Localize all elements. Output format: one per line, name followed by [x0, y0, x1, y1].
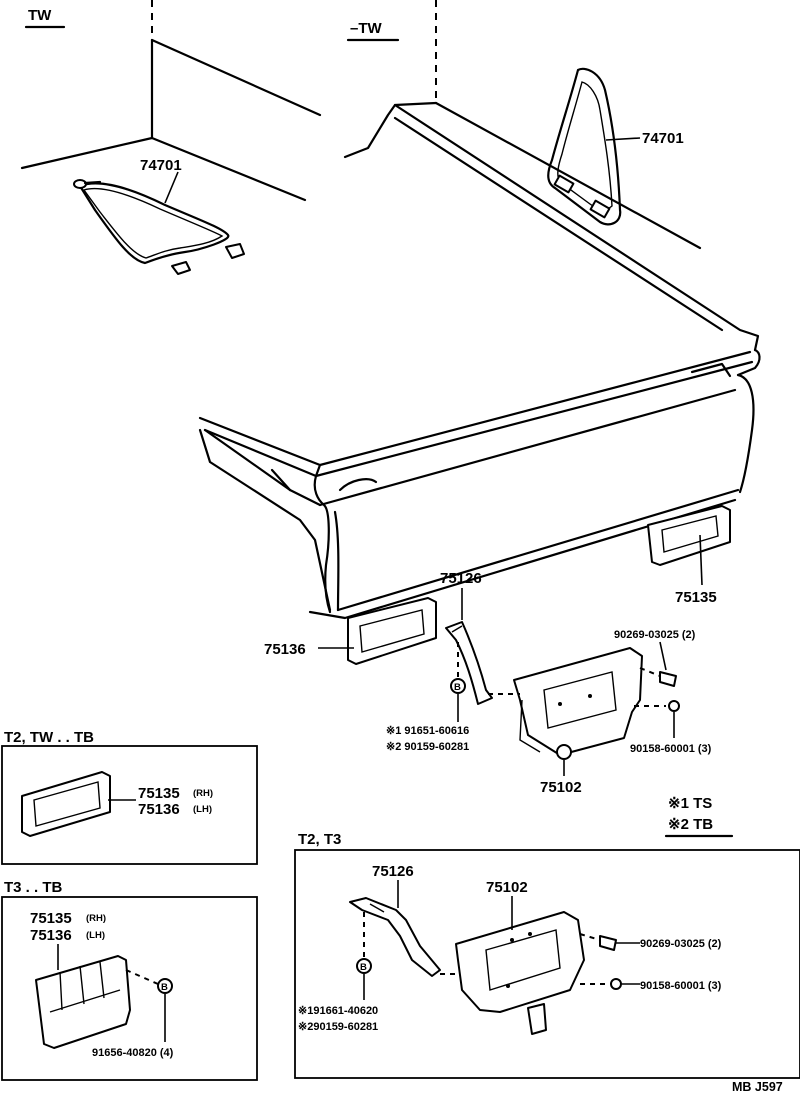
- reflector-75135: [647, 505, 731, 566]
- license-plate-bracket-75102-box: [455, 911, 585, 1035]
- part-74701-label-b: 74701: [642, 130, 684, 147]
- part-75102-label: 75102: [540, 779, 582, 796]
- bolt-90269-main: [639, 667, 677, 687]
- box-t2t3-75102-label: 75102: [486, 879, 528, 896]
- hook-74701-tw: [73, 179, 245, 275]
- box-t2t3-nut-label: 90158-60001 (3): [640, 980, 722, 992]
- box-t3-rh-part: 75135: [30, 910, 72, 927]
- truck-bed-view: –TW: [198, 0, 761, 620]
- circle-mark-b: [450, 678, 466, 694]
- circle-mark-b-text: B: [454, 682, 461, 693]
- box-t2tw-rh-suffix: (RH): [193, 788, 213, 799]
- box-t2t3-note1: ※191661-40620: [298, 1005, 378, 1017]
- part-75126-label: 75126: [440, 570, 482, 587]
- part-74701-label-a: 74701: [140, 157, 182, 174]
- box-t3-circle-mark-text: B: [161, 982, 168, 993]
- box-t3-lh-part: 75136: [30, 927, 72, 944]
- box-t2tw-lh-part: 75136: [138, 801, 180, 818]
- box-t3-lh-suffix: (LH): [86, 930, 105, 941]
- box-t3-bolt-label: 91656-40820 (4): [92, 1047, 174, 1059]
- nut-90158-main-label: 90158-60001 (3): [630, 743, 712, 755]
- bracket-75126-box: [349, 897, 441, 977]
- part-75136-label: 75136: [264, 641, 306, 658]
- bracket-box-t3: [35, 955, 131, 1049]
- nut-90158-main: [634, 700, 680, 712]
- note1-part-main: ※1 91651-60616: [386, 725, 469, 737]
- bolt-90269-main-label: 90269-03025 (2): [614, 629, 696, 641]
- box-t3-header: T3 . . TB: [4, 879, 63, 896]
- box-t2t3-bolt-label: 90269-03025 (2): [640, 938, 722, 950]
- legend: ※1 TS ※2 TB: [664, 795, 734, 838]
- box-t2tw-lh-suffix: (LH): [193, 804, 212, 815]
- reflector-75136: [347, 597, 437, 665]
- box-t2tw-header: T2, TW . . TB: [4, 729, 94, 746]
- legend-note2: ※2 TB: [668, 816, 713, 833]
- box-t2-t3: T2, T3 75126 B ※191661-40620 ※290159-602…: [294, 831, 800, 1079]
- tw-variant-view: TW 74701: [20, 0, 322, 275]
- box-t2t3-75126-label: 75126: [372, 863, 414, 880]
- reflector-box-t2tw: [21, 771, 111, 837]
- footer-code: MB J597: [732, 1080, 783, 1094]
- hook-74701-bed: [547, 67, 622, 226]
- bolt-90269-box: [579, 933, 617, 951]
- legend-note1: ※1 TS: [668, 795, 712, 812]
- tw-variant-label: TW: [28, 7, 52, 24]
- not-tw-variant-label: –TW: [350, 20, 383, 37]
- box-t2t3-note2: ※290159-60281: [298, 1021, 378, 1033]
- box-t3-rh-suffix: (RH): [86, 913, 106, 924]
- nut-90158-box: [580, 978, 622, 990]
- part-75135-label: 75135: [675, 589, 717, 606]
- license-plate-bracket-75102: [513, 647, 643, 760]
- box-t3-circle-mark: [157, 978, 173, 994]
- box-t2t3-circle-mark: [356, 958, 372, 974]
- box-t2t3-circle-mark-text: B: [360, 962, 367, 973]
- box-t2-tw-tb: T2, TW . . TB 75135 (RH) 75136 (LH): [1, 729, 258, 865]
- box-t3-tb: T3 . . TB 75135 (RH) 75136 (LH) B 91656-…: [1, 879, 258, 1081]
- note2-part-main: ※2 90159-60281: [386, 741, 469, 753]
- main-mount-assembly: 75135 75136 75126 B ※1 91651-60616 ※2 90…: [264, 505, 731, 796]
- box-t2t3-header: T2, T3: [298, 831, 341, 848]
- box-t2tw-rh-part: 75135: [138, 785, 180, 802]
